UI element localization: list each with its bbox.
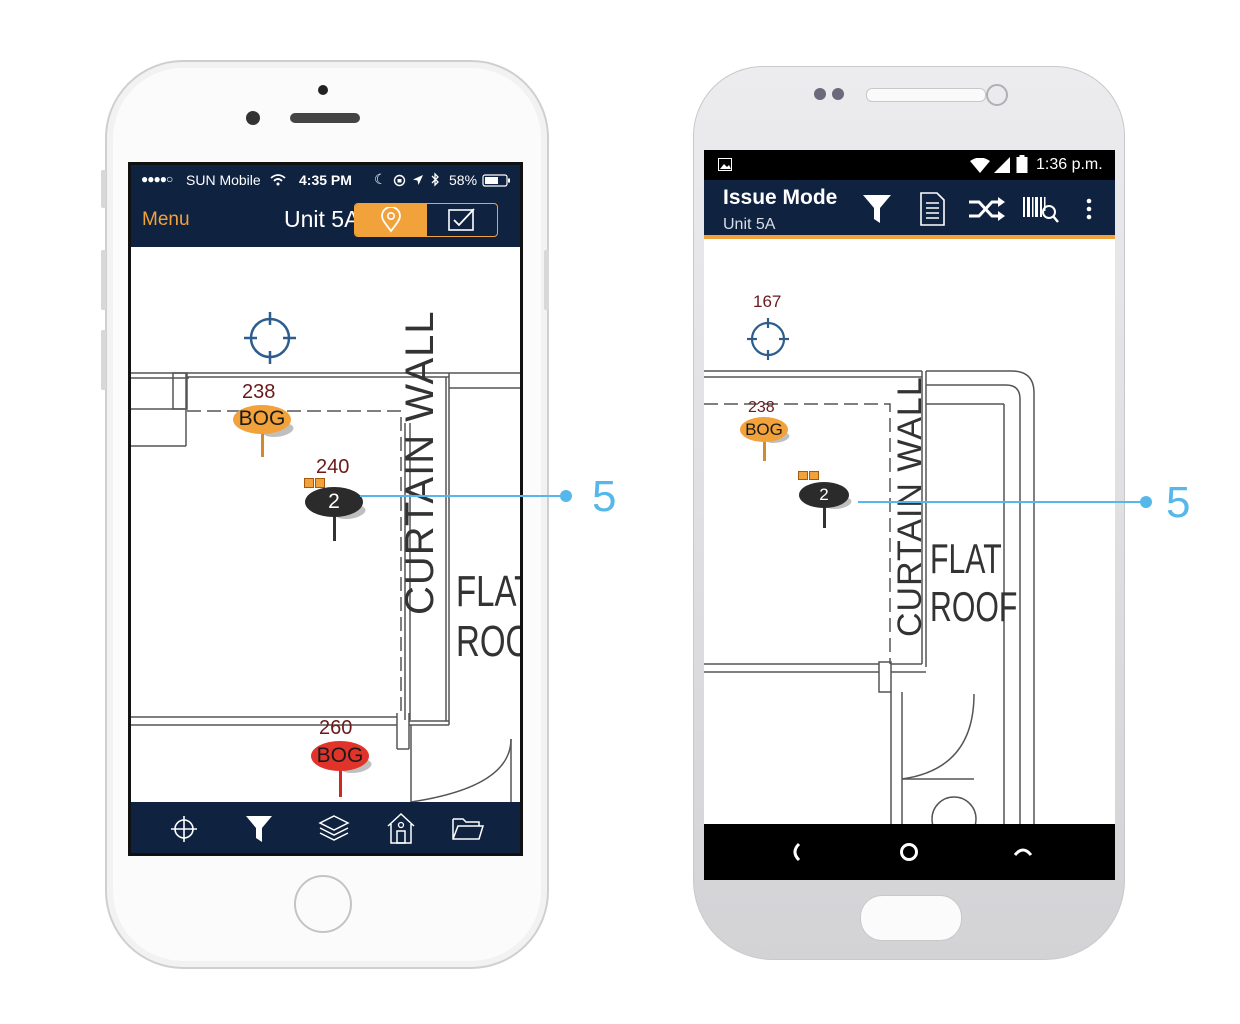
android-speaker bbox=[866, 88, 986, 102]
android-nav-bar bbox=[704, 824, 1115, 880]
image-notification-icon bbox=[718, 158, 732, 171]
app-bar-subtitle: Unit 5A bbox=[723, 216, 776, 233]
location-arrow-icon bbox=[413, 175, 423, 185]
iphone-volume-up bbox=[101, 250, 106, 310]
android-front-camera bbox=[986, 84, 1008, 106]
issue-pin-bog-red[interactable]: BOG bbox=[311, 741, 376, 802]
flat-label: FLAT bbox=[456, 567, 520, 616]
pin-mode-segment[interactable] bbox=[355, 204, 427, 236]
iphone-sensor bbox=[318, 85, 328, 95]
more-icon[interactable] bbox=[1084, 196, 1094, 222]
android-sensor bbox=[814, 88, 826, 100]
issue-type-badge bbox=[304, 478, 326, 489]
folder-icon[interactable] bbox=[451, 814, 485, 842]
target-number: 167 bbox=[753, 292, 782, 311]
orientation-lock-icon bbox=[393, 174, 406, 187]
callout-number: 5 bbox=[592, 472, 617, 521]
callout-number: 5 bbox=[1166, 478, 1191, 527]
pin-number: 238 bbox=[748, 399, 775, 416]
home-circle-icon[interactable] bbox=[898, 841, 920, 863]
filter-icon[interactable] bbox=[862, 193, 892, 225]
page-title: Unit 5A bbox=[284, 206, 356, 232]
layers-icon[interactable] bbox=[318, 813, 350, 845]
iphone-home-button[interactable] bbox=[294, 875, 352, 933]
cell-signal-icon bbox=[994, 157, 1010, 173]
wifi-icon bbox=[970, 158, 990, 173]
crosshair-icon[interactable] bbox=[170, 815, 198, 843]
menu-button[interactable]: Menu bbox=[142, 209, 190, 230]
android-status-bar: 1:36 p.m. bbox=[704, 150, 1115, 180]
bluetooth-icon bbox=[431, 172, 439, 187]
map-pin-icon bbox=[381, 207, 401, 233]
floor-plan-drawing bbox=[131, 372, 520, 802]
issue-pin-bog-orange[interactable]: BOG bbox=[740, 417, 793, 465]
battery-icon bbox=[1016, 155, 1028, 173]
floor-plan-drawing bbox=[704, 370, 1035, 824]
pin-label: BOG bbox=[238, 407, 286, 430]
flat-label: FLAT bbox=[930, 535, 1002, 582]
battery-percent: 58% bbox=[449, 172, 478, 188]
roof-label: ROOF bbox=[456, 617, 520, 666]
floor-plan-view[interactable]: CURTAIN WALL FLAT ROOF 238 BOG 240 bbox=[131, 247, 520, 802]
barcode-icon[interactable] bbox=[1022, 193, 1060, 225]
checkbox-icon bbox=[448, 208, 475, 231]
filter-icon[interactable] bbox=[245, 814, 273, 844]
list-icon[interactable] bbox=[918, 191, 946, 227]
iphone-speaker bbox=[290, 113, 360, 123]
ios-tab-bar bbox=[131, 802, 520, 853]
signal-indicator: ●●●●○ bbox=[141, 172, 173, 186]
mode-segmented-control bbox=[354, 203, 498, 237]
wifi-icon bbox=[270, 174, 286, 186]
checklist-mode-segment[interactable] bbox=[427, 204, 497, 236]
status-time: 1:36 p.m. bbox=[1036, 156, 1103, 173]
ios-status-bar: ●●●●○ SUN Mobile 4:35 PM ☾ 58% bbox=[131, 165, 520, 195]
app-bar-title: Issue Mode bbox=[723, 186, 838, 209]
issue-type-badge bbox=[798, 471, 820, 481]
recents-icon[interactable] bbox=[1012, 844, 1034, 858]
pin-number: 238 bbox=[242, 381, 276, 403]
iphone-power-button bbox=[544, 250, 549, 310]
iphone-screen: ●●●●○ SUN Mobile 4:35 PM ☾ 58% Menu Uni bbox=[128, 162, 523, 856]
status-time: 4:35 PM bbox=[299, 172, 352, 188]
pin-label: 2 bbox=[328, 490, 340, 513]
moon-icon: ☾ bbox=[374, 171, 387, 187]
curtain-wall-label: CURTAIN WALL bbox=[398, 310, 442, 615]
android-screen: 1:36 p.m. Issue Mode Unit 5A bbox=[704, 150, 1115, 880]
home-icon[interactable] bbox=[385, 811, 417, 845]
android-callout-line bbox=[858, 496, 1152, 508]
android-sensor bbox=[832, 88, 844, 100]
pin-label: BOG bbox=[745, 420, 783, 439]
android-home-button[interactable] bbox=[860, 895, 962, 941]
issue-pin-dark[interactable]: 2 bbox=[799, 482, 855, 532]
pin-label: 2 bbox=[819, 485, 829, 504]
pin-label: BOG bbox=[316, 744, 364, 767]
back-icon[interactable] bbox=[788, 842, 802, 862]
battery-icon bbox=[482, 174, 510, 187]
crosshair-target-icon[interactable] bbox=[243, 311, 297, 365]
iphone-front-camera bbox=[246, 111, 260, 125]
iphone-mute-switch bbox=[101, 170, 106, 208]
app-bar: Issue Mode Unit 5A bbox=[704, 180, 1115, 239]
pin-number: 240 bbox=[316, 456, 350, 478]
roof-label: ROOF bbox=[930, 583, 1018, 630]
issue-pin-dark[interactable]: 2 bbox=[305, 487, 370, 543]
iphone-volume-down bbox=[101, 330, 106, 390]
pin-number: 260 bbox=[319, 717, 353, 739]
title-clip: Unit 5A bbox=[284, 206, 356, 236]
crosshair-target-icon[interactable] bbox=[746, 317, 790, 361]
floor-plan-view[interactable]: CURTAIN WALL FLAT ROOF 167 238 BOG bbox=[704, 239, 1115, 824]
shuffle-icon[interactable] bbox=[968, 195, 1006, 223]
ios-nav-bar: Menu Unit 5A bbox=[131, 195, 520, 247]
iphone-callout-line bbox=[360, 490, 572, 502]
issue-pin-bog-orange[interactable]: BOG bbox=[233, 405, 298, 461]
carrier-name: SUN Mobile bbox=[186, 172, 261, 188]
